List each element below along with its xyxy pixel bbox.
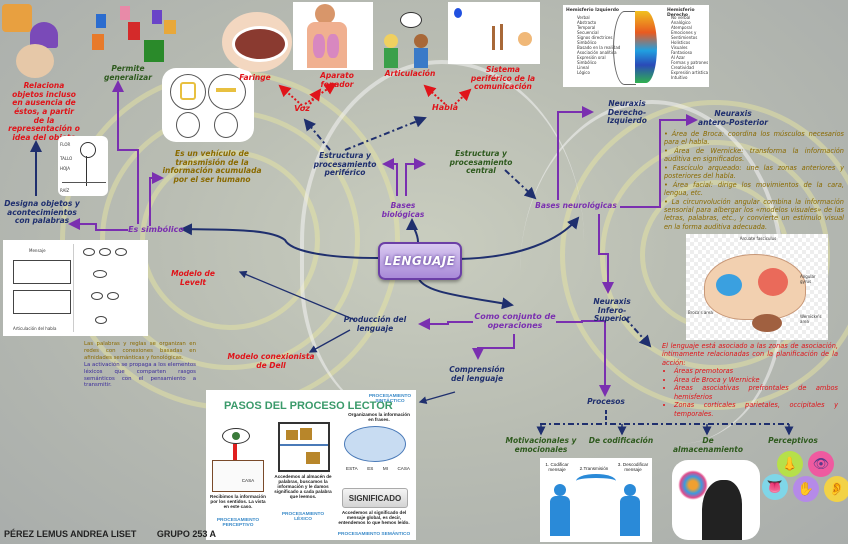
communication-system-image — [448, 2, 540, 64]
node-articulacion: Articulación — [384, 69, 436, 78]
node-voz: Voz — [294, 104, 310, 113]
flower-diagram-image: FLOR TALLO HOJA RAÍZ — [58, 136, 108, 196]
right-hemisphere-list: No verbal Analógico Atemporal Emociones … — [671, 15, 709, 80]
node-neuraxis-derecho-izquierdo: Neuraxis Derecho-Izquierdo — [607, 99, 647, 126]
node-sistema-periferico: Sistema periférico de la comunicación — [470, 65, 536, 92]
antero-posterior-description: • Área de Broca: coordina los músculos n… — [664, 130, 844, 231]
node-comprension-lenguaje: Comprensión del lenguaje — [449, 365, 505, 383]
eye-icon — [222, 428, 250, 444]
node-modelo-levelt: Modelo de Levelt — [171, 269, 215, 287]
process-perceptivos: Perceptivos — [768, 436, 818, 445]
hemisferio-izquierdo-label: Hemisferio Izquierdo — [566, 8, 620, 13]
tongue-icon: 👅 — [762, 474, 788, 500]
shelf-icon — [278, 422, 330, 472]
footer: PÉREZ LEMUS ANDREA LISET GRUPO 253 A — [4, 529, 216, 539]
node-habla: Habla — [432, 103, 458, 112]
branch-bases-neurologicas: Bases neurológicas — [535, 201, 617, 210]
node-modelo-dell: Modelo conexionista de Dell — [227, 352, 315, 370]
branch-es-simbolico: Es simbólico — [128, 225, 184, 234]
puzzle-head-image — [0, 0, 80, 80]
left-hemisphere-list: Verbal Abstracto Temporal Secuencial Sig… — [577, 15, 621, 75]
node-faringe: Faringe — [239, 73, 271, 82]
node-estructura-periferico: Estructura y procesamiento periférico — [313, 151, 377, 178]
levelt-model-image: Mensaje Articulación del habla — [3, 240, 148, 336]
process-almacenamiento: De almacenamiento — [673, 436, 743, 454]
proceso-lector-image: PASOS DEL PROCESO LECTOR PROCESAMIENTO S… — [206, 390, 416, 540]
conversation-image — [380, 12, 436, 70]
vocal-apparatus-image — [293, 2, 373, 70]
angular-label: Angular gyrus — [800, 274, 816, 284]
hand-icon: ✋ — [793, 476, 819, 502]
open-head-image — [672, 460, 760, 540]
author-name: PÉREZ LEMUS ANDREA LISET — [4, 529, 137, 539]
mouth-image — [222, 12, 292, 72]
lector-title: PASOS DEL PROCESO LECTOR — [224, 400, 393, 412]
phrase-words: ESTA ES MI CASA — [346, 466, 410, 471]
node-procesos: Procesos — [587, 397, 625, 406]
brain-areas-image: Arcuate fasciculus Angular gyrus Broca's… — [686, 234, 828, 340]
broca-label: Broca's area — [688, 310, 713, 315]
puzzle-people-image — [92, 4, 182, 64]
lock-key-image — [162, 68, 254, 142]
branch-como-conjunto-operaciones: Como conjunto de operaciones — [474, 312, 556, 331]
ear-icon: 👂 — [824, 476, 848, 502]
node-vehiculo-transmision: Es un vehículo de transmisión de la info… — [162, 149, 262, 184]
central-node-lenguaje[interactable]: LENGUAJE — [378, 242, 462, 280]
phrase-cloud — [344, 426, 406, 462]
hemisferio-derecho-label: Hemisferio Derecho — [667, 8, 695, 18]
dell-description: Las palabras y reglas se organizan en re… — [84, 341, 196, 389]
book-icon — [212, 460, 264, 492]
branch-bases-biologicas: Bases biológicas — [381, 201, 425, 219]
node-neuraxis-infero-superior: Neuraxis Infero-Superior — [593, 297, 631, 324]
group-name: GRUPO 253 A — [156, 529, 217, 539]
node-permite-generalizar: Permite generalizar — [104, 64, 152, 82]
node-designa-objetos: Designa objetos y acontecimientos con pa… — [4, 199, 80, 226]
node-aparato-fonador: Aparato fonador — [320, 71, 354, 89]
node-produccion-lenguaje: Producción del lenguaje — [343, 315, 407, 333]
eye-sense-icon: 👁 — [808, 451, 834, 477]
brain-hemispheres-image: Hemisferio Izquierdo Hemisferio Derecho … — [563, 5, 709, 87]
node-neuraxis-antero-posterior: Neuraxis antero-Posterior — [698, 109, 768, 127]
arcuate-label: Arcuate fasciculus — [739, 236, 777, 241]
infero-superior-description: El lenguaje está asociado a las zonas de… — [662, 342, 838, 418]
process-motivacionales: Motivacionales y emocionales — [505, 436, 577, 454]
wernicke-label: Wernicke's area — [800, 314, 822, 324]
node-relaciona-objetos: Relaciona objetos incluso en ausencia de… — [8, 81, 80, 142]
nose-icon: 👃 — [777, 451, 803, 477]
process-codificacion: De codificación — [588, 436, 654, 445]
communication-image: 1. Codificar mensaje 2.Transmisión 3. De… — [540, 458, 652, 542]
node-estructura-central: Estructura y procesamiento central — [449, 149, 513, 176]
significado-box: SIGNIFICADO — [342, 488, 408, 508]
